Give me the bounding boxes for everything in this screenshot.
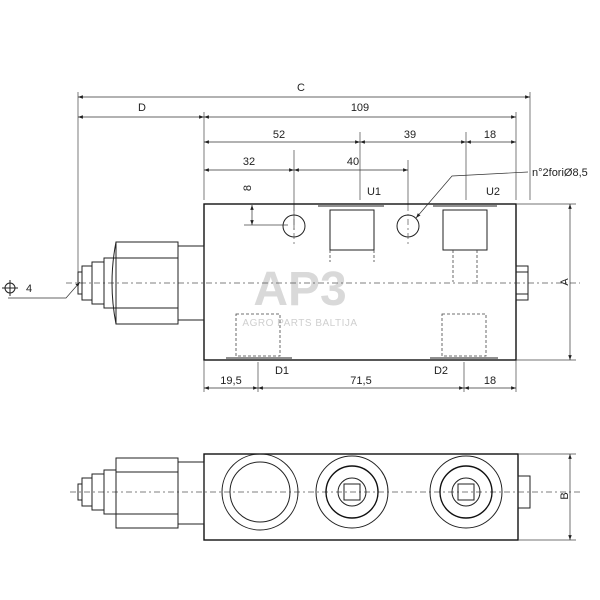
dim-52-label: 52 [273, 129, 285, 141]
port-u1 [329, 209, 375, 251]
dim-8-label: 8 [242, 185, 254, 191]
port-d1 [235, 313, 281, 357]
port-circle-middle [315, 455, 389, 529]
valve-body [203, 203, 517, 361]
dim-39-label: 39 [404, 129, 416, 141]
dim-109-label: 109 [351, 102, 369, 114]
port-d2-label: D2 [434, 365, 448, 377]
adjust-symbol-icon [2, 280, 18, 296]
dim-a-label: A [559, 278, 571, 286]
adjust-note: 4 [26, 283, 32, 295]
dim-c-label: C [297, 82, 305, 94]
dim-32-label: 32 [243, 156, 255, 168]
dim-b-label: B [559, 492, 571, 499]
port-d1-label: D1 [275, 365, 289, 377]
dim-d-label: D [138, 102, 146, 114]
dim-19-5-label: 19,5 [220, 375, 241, 387]
dim-71-5-label: 71,5 [350, 375, 371, 387]
dim-18-top-label: 18 [484, 129, 496, 141]
port-u2 [442, 209, 488, 251]
cartridge-top [77, 457, 205, 529]
port-circle-left [221, 453, 299, 531]
front-view: C D 109 52 39 18 32 40 8 n°2f [2, 82, 588, 392]
port-circle-right [429, 455, 503, 529]
dim-18-bottom-label: 18 [484, 375, 496, 387]
port-d2 [441, 313, 487, 357]
watermark: AP3 AGRO PARTS BALTIJA [242, 263, 357, 329]
dim-40-label: 40 [347, 156, 359, 168]
port-u2-label: U2 [486, 186, 500, 198]
top-view: B [70, 453, 580, 541]
watermark-logo: AP3 [253, 263, 346, 316]
watermark-company: AGRO PARTS BALTIJA [242, 318, 357, 329]
cartridge [77, 241, 205, 325]
port-u1-label: U1 [367, 186, 381, 198]
right-plug [515, 265, 529, 301]
holes-note: n°2foriØ8,5 [532, 167, 588, 179]
